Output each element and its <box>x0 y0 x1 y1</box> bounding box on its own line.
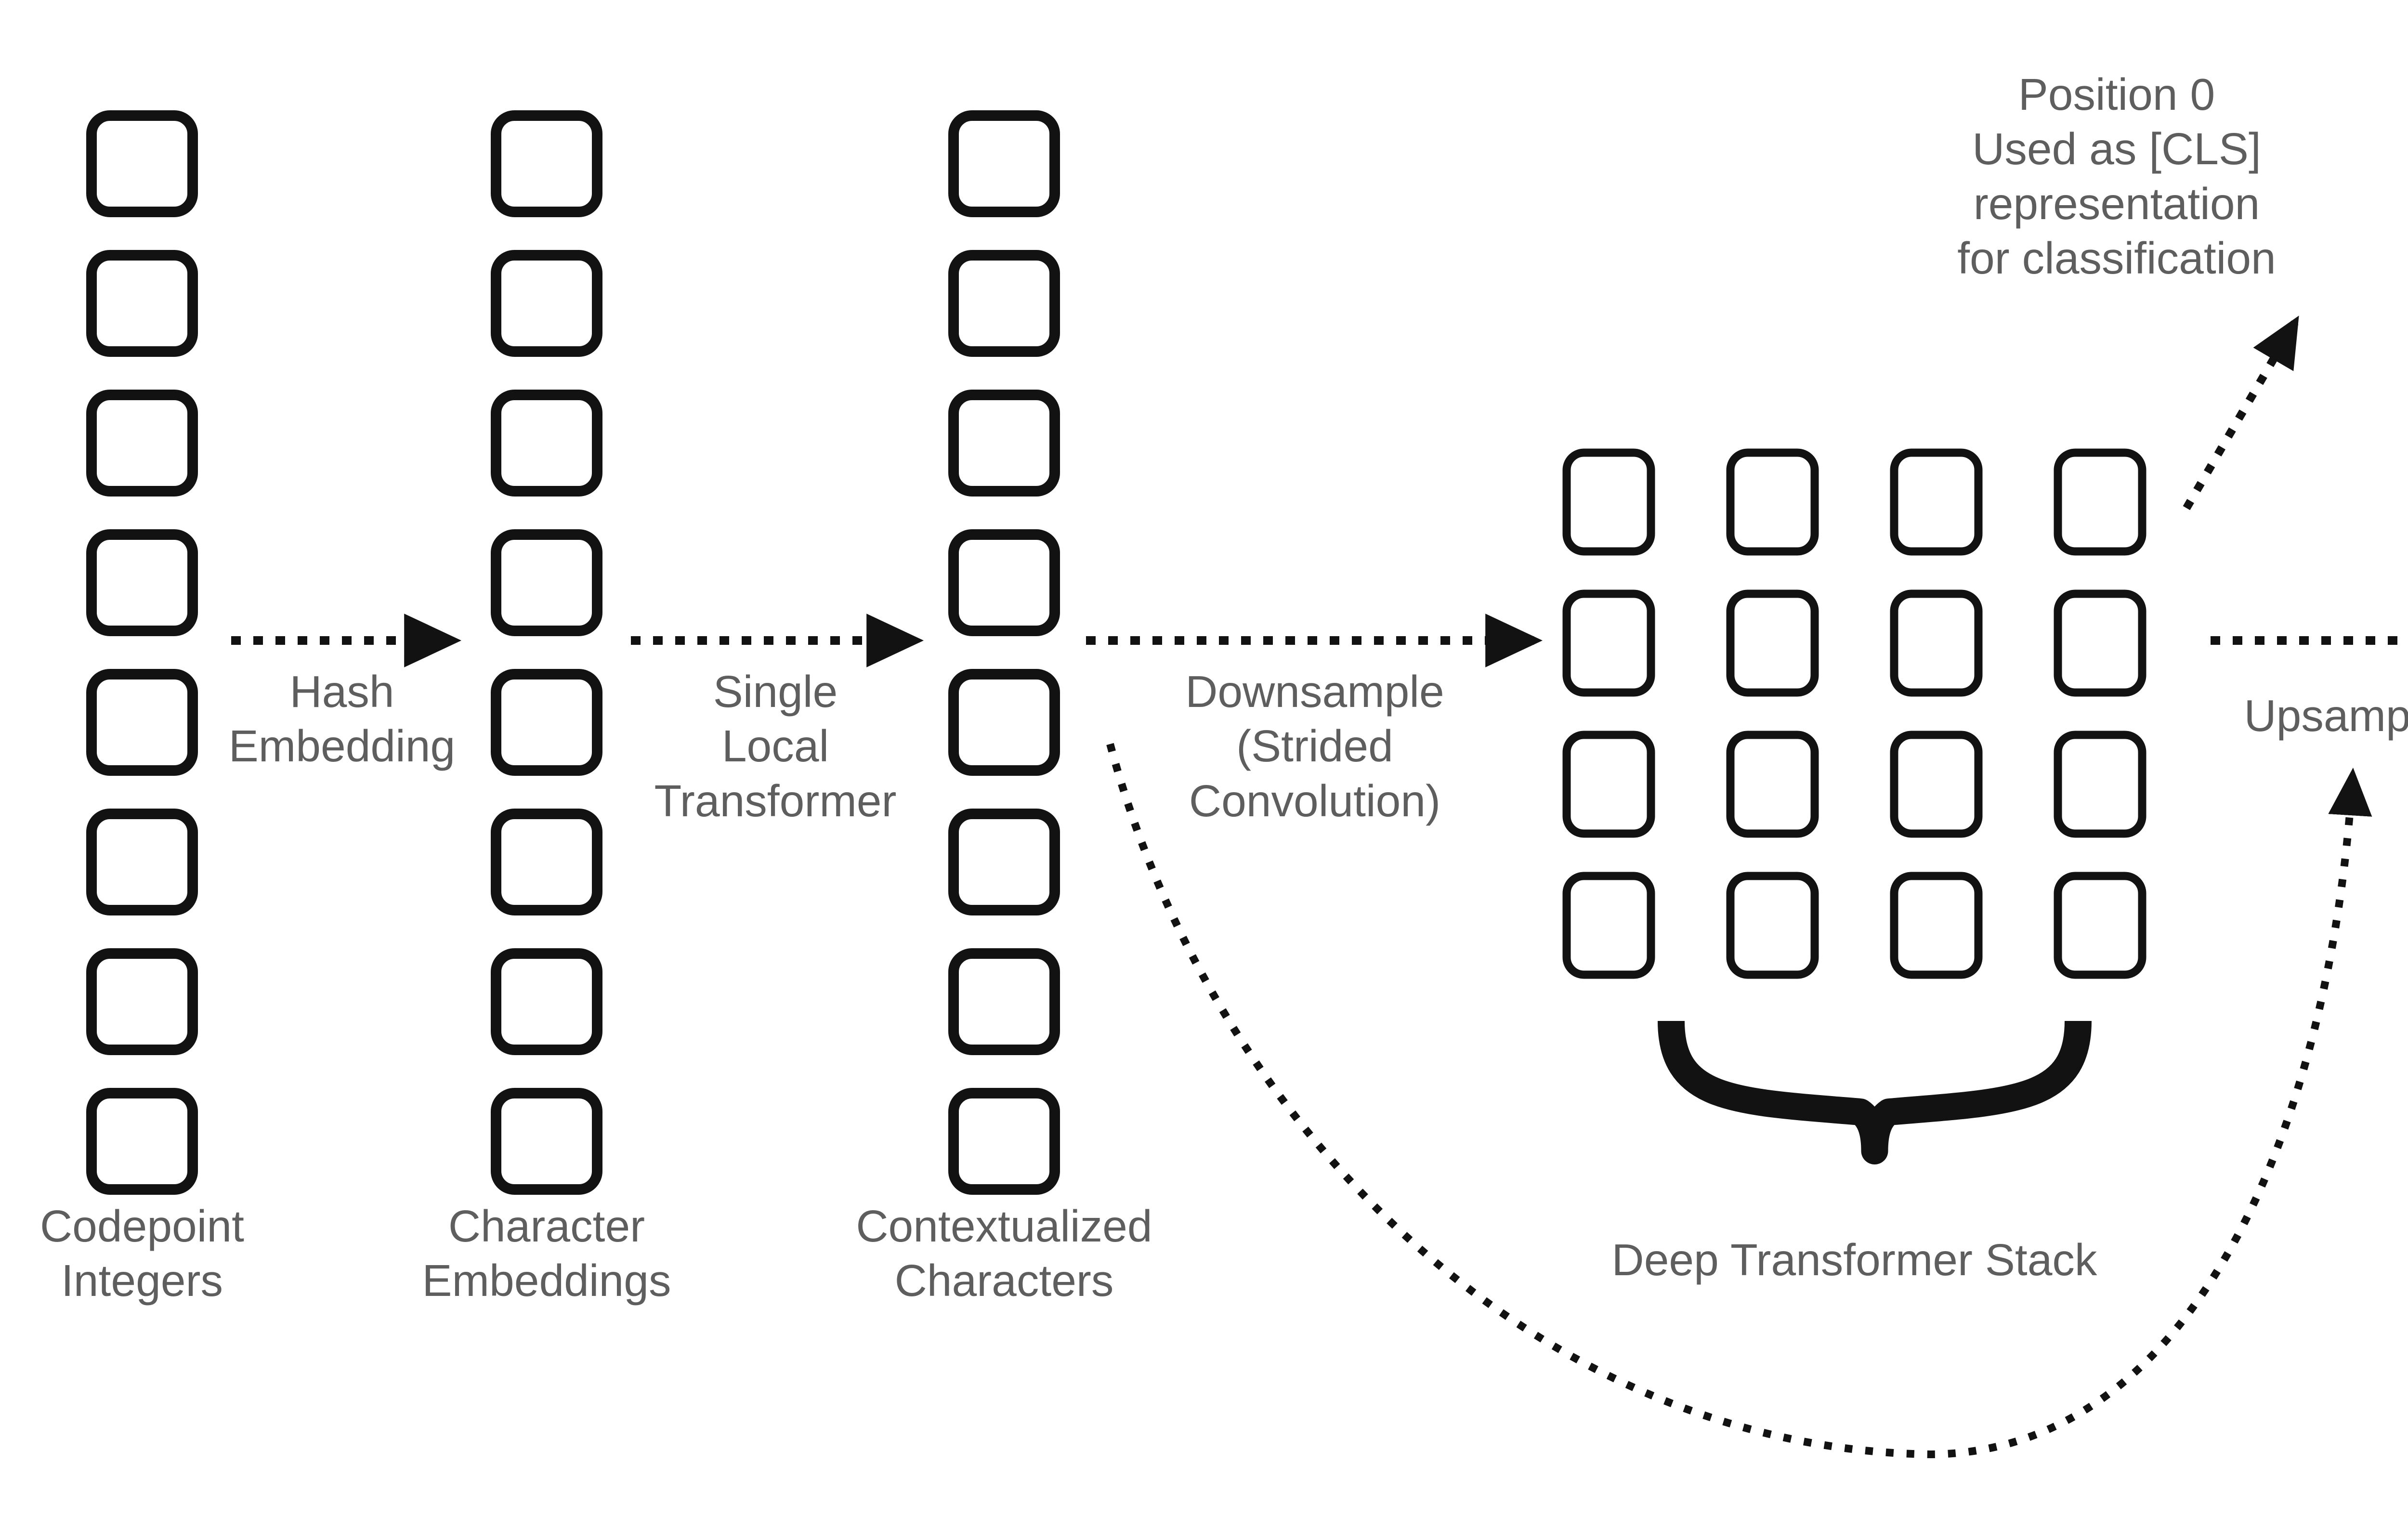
transformer-cell <box>1890 448 1983 556</box>
transformer-grid-group <box>1562 448 2146 979</box>
caption-contextualized-characters: Contextualized Characters <box>856 1201 1152 1306</box>
token-box <box>491 250 602 357</box>
cls-pointer-arrow <box>2183 315 2299 510</box>
transformer-cell <box>1562 448 1655 556</box>
transformer-cell <box>2054 872 2146 979</box>
token-box <box>491 809 602 915</box>
token-box <box>491 1088 602 1195</box>
token-box <box>948 250 1060 357</box>
arrow-label-downsample-strided-convolution: Downsample (Strided Convolution) <box>1185 666 1444 826</box>
transformer-cell <box>1726 448 1819 556</box>
token-box <box>86 809 198 915</box>
caption-deep-transformer-stack: Deep Transformer Stack <box>1611 1235 2097 1285</box>
token-box <box>491 948 602 1055</box>
token-box <box>86 250 198 357</box>
transformer-cell <box>1890 872 1983 979</box>
column-contextualized-characters <box>948 110 1060 1195</box>
token-box <box>86 529 198 636</box>
token-box <box>948 390 1060 497</box>
column-codepoint-integers <box>86 110 198 1195</box>
token-box <box>491 669 602 776</box>
brace-group <box>1658 1020 2092 1164</box>
transformer-cell <box>2054 589 2146 697</box>
token-box <box>948 669 1060 776</box>
caption-codepoint-integers: Codepoint Integers <box>40 1201 244 1306</box>
transformer-cell <box>1726 589 1819 697</box>
token-columns-group <box>86 110 1060 1195</box>
transformer-cell <box>1562 872 1655 979</box>
token-box <box>491 390 602 497</box>
token-box <box>86 669 198 776</box>
token-box <box>86 110 198 217</box>
annotation-arrows-group <box>1106 315 2372 1459</box>
token-box <box>491 529 602 636</box>
column-character-embeddings <box>491 110 602 1195</box>
arrow-label-hash-embedding: Hash Embedding <box>228 666 456 771</box>
transformer-cell <box>1726 731 1819 838</box>
token-box <box>948 948 1060 1055</box>
token-box <box>948 110 1060 217</box>
transformer-cell <box>1562 589 1655 697</box>
transformer-cell <box>1726 872 1819 979</box>
transformer-cell <box>1562 731 1655 838</box>
transformer-cell <box>2054 448 2146 556</box>
annotation-position-zero-cls: Position 0 Used as [CLS] representation … <box>1957 69 2276 284</box>
token-box <box>491 110 602 217</box>
token-box <box>86 390 198 497</box>
caption-character-embeddings: Character Embeddings <box>422 1201 671 1306</box>
transformer-cell <box>2054 731 2146 838</box>
curly-brace <box>1658 1020 2092 1164</box>
token-box <box>948 529 1060 636</box>
arrow-label-upsampling: Upsampling <box>2244 691 2408 741</box>
transformer-cell <box>1890 731 1983 838</box>
token-box <box>86 1088 198 1195</box>
token-box <box>948 809 1060 915</box>
transformer-cell <box>1890 589 1983 697</box>
token-box <box>948 1088 1060 1195</box>
token-box <box>86 948 198 1055</box>
arrow-label-single-local-transformer: Single Local Transformer <box>654 666 897 826</box>
